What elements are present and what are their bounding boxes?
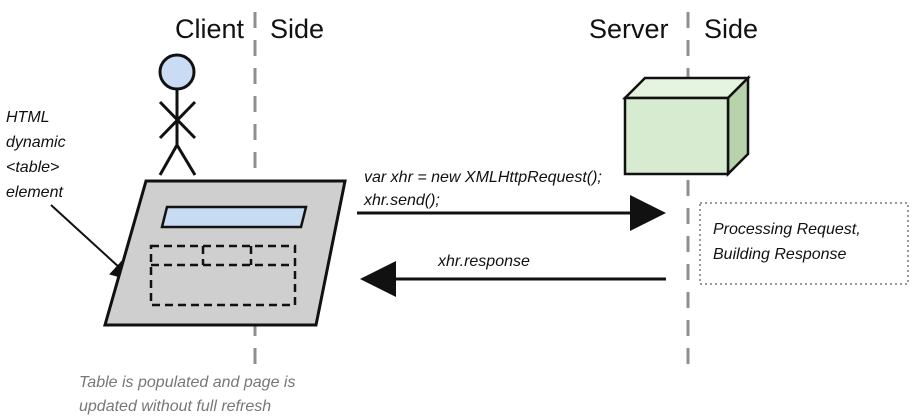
browser-page-panel <box>103 179 347 327</box>
request-line-2: xhr.send(); <box>363 192 440 209</box>
footer-note-line-2: updated without full refresh <box>79 398 271 415</box>
processing-line-1: Processing Request, <box>713 221 861 238</box>
user-icon <box>158 53 197 176</box>
html-table-label-line-4: element <box>6 184 63 201</box>
server-icon <box>621 74 752 178</box>
request-line-1: var xhr = new XMLHttpRequest(); <box>364 169 602 186</box>
server-side-right-label: Side <box>704 14 758 44</box>
html-table-label-line-3: <table> <box>6 159 59 176</box>
table-pointer-line <box>50 204 135 282</box>
processing-box <box>699 202 909 285</box>
server-side-left-label: Server <box>589 14 669 44</box>
footer-note-line-1: Table is populated and page is <box>79 374 295 391</box>
client-side-right-label: Side <box>270 14 324 44</box>
client-side-left-label: Client <box>175 14 245 44</box>
html-table-label-line-2: dynamic <box>6 134 66 151</box>
html-table-label-line-1: HTML <box>6 109 50 126</box>
processing-line-2: Building Response <box>713 246 847 263</box>
dynamic-table-outline <box>149 244 297 307</box>
response-label: xhr.response <box>437 253 530 270</box>
